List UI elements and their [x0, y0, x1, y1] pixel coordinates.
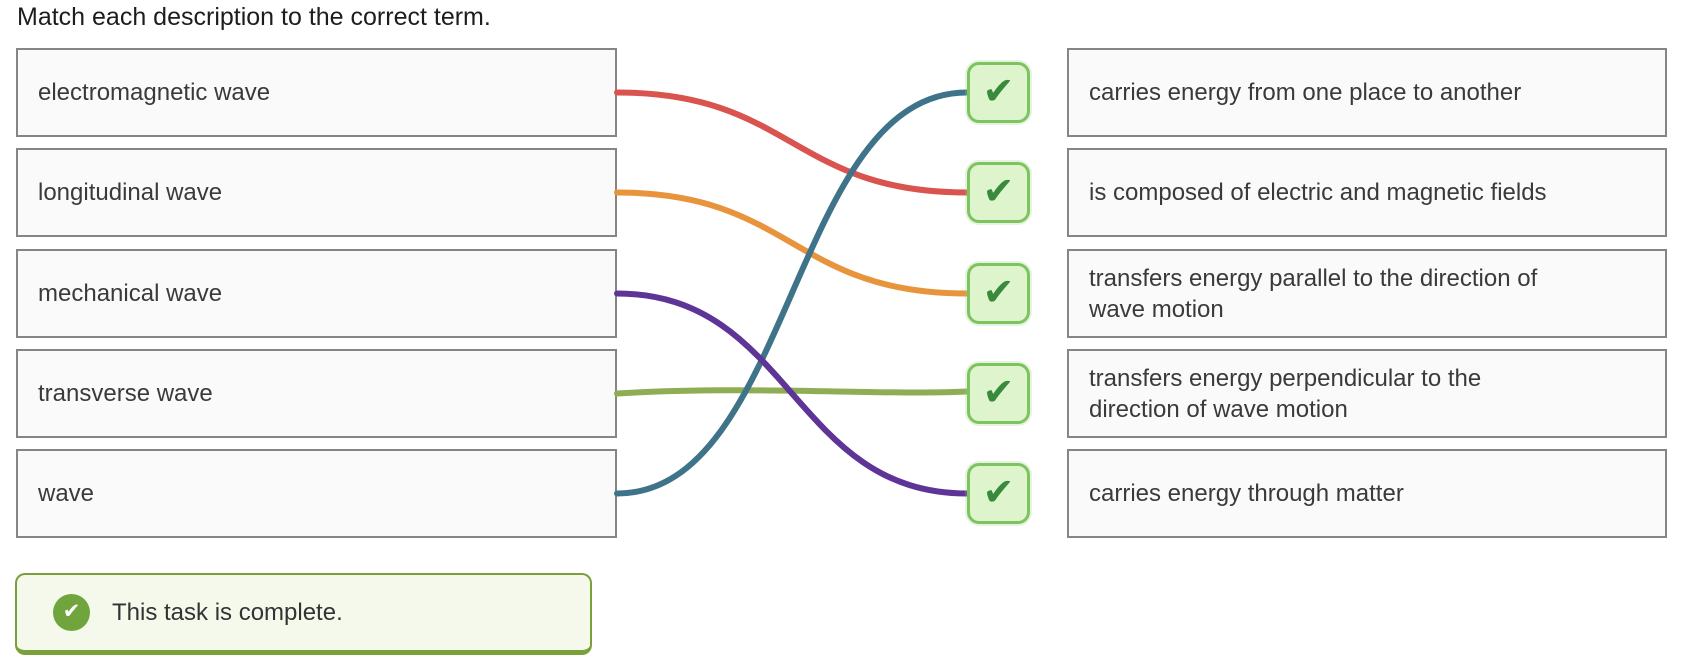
description-box-1[interactable]: carries energy from one place to another: [1067, 48, 1667, 137]
description-label: transfers energy perpendicular to the di…: [1089, 364, 1482, 423]
description-label: carries energy from one place to another: [1089, 79, 1522, 106]
term-box-transverse-wave[interactable]: transverse wave: [16, 349, 617, 438]
correct-checkbox-4[interactable]: ✔: [967, 363, 1030, 424]
connector-line: [614, 89, 970, 497]
check-icon: ✔: [982, 369, 1015, 414]
description-box-3[interactable]: transfers energy parallel to the directi…: [1067, 249, 1667, 338]
description-label: transfers energy parallel to the directi…: [1089, 264, 1538, 323]
term-box-wave[interactable]: wave: [16, 449, 617, 538]
task-complete-message: This task is complete.: [112, 598, 343, 626]
check-icon: ✔: [982, 168, 1015, 213]
term-label: longitudinal wave: [38, 179, 223, 206]
connector-line: [614, 189, 970, 297]
task-complete-banner: ✔ This task is complete.: [15, 573, 592, 655]
correct-checkbox-2[interactable]: ✔: [967, 162, 1030, 223]
page-title: Match each description to the correct te…: [17, 3, 491, 31]
connector-line: [614, 387, 970, 397]
description-box-2[interactable]: is composed of electric and magnetic fie…: [1067, 148, 1667, 237]
correct-checkbox-1[interactable]: ✔: [967, 62, 1030, 123]
term-label: mechanical wave: [38, 280, 223, 307]
connector-line: [614, 290, 970, 497]
term-label: electromagnetic wave: [38, 79, 271, 106]
check-icon: ✔: [982, 68, 1015, 113]
check-icon: ✔: [62, 599, 81, 623]
term-box-electromagnetic-wave[interactable]: electromagnetic wave: [16, 48, 617, 137]
term-box-longitudinal-wave[interactable]: longitudinal wave: [16, 148, 617, 237]
description-box-5[interactable]: carries energy through matter: [1067, 449, 1667, 538]
term-label: transverse wave: [38, 380, 213, 407]
description-label: is composed of electric and magnetic fie…: [1089, 179, 1547, 206]
check-icon: ✔: [982, 269, 1015, 314]
check-circle-icon: ✔: [53, 594, 90, 631]
description-box-4[interactable]: transfers energy perpendicular to the di…: [1067, 349, 1667, 438]
term-label: wave: [38, 480, 95, 507]
connector-line: [614, 89, 970, 196]
check-icon: ✔: [982, 469, 1015, 514]
term-box-mechanical-wave[interactable]: mechanical wave: [16, 249, 617, 338]
correct-checkbox-3[interactable]: ✔: [967, 263, 1030, 324]
description-label: carries energy through matter: [1089, 480, 1404, 507]
correct-checkbox-5[interactable]: ✔: [967, 463, 1030, 524]
